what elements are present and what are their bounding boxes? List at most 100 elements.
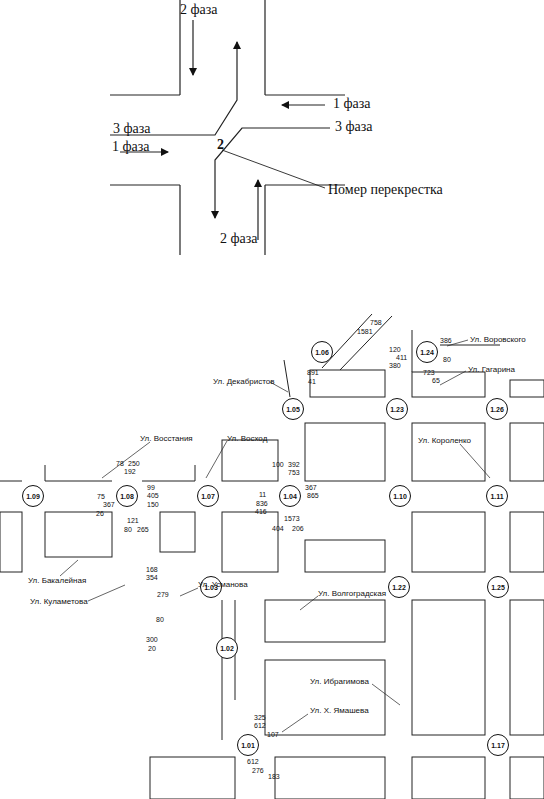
traffic-volume: 168 <box>146 566 158 573</box>
road-edge <box>110 94 180 95</box>
intersection-code: 1.09 <box>26 493 40 500</box>
street-edge <box>142 481 195 482</box>
city-block <box>0 512 22 572</box>
leader-line <box>440 371 466 385</box>
road-edge <box>265 94 345 95</box>
leader-line <box>60 560 78 576</box>
traffic-volume: 367 <box>103 501 115 508</box>
street-name: Ул. Восстания <box>140 435 193 443</box>
traffic-volume: 405 <box>147 492 159 499</box>
traffic-volume: 75 <box>97 493 105 500</box>
traffic-volume: 753 <box>288 469 300 476</box>
leader-line <box>102 442 150 478</box>
intersection-circle: 1.26 <box>486 398 508 420</box>
street-name: Ул. Волгоградская <box>318 590 386 598</box>
traffic-volume: 183 <box>268 773 280 780</box>
street-edge <box>45 465 46 481</box>
leader-line <box>282 714 308 732</box>
traffic-volume: 192 <box>124 468 136 475</box>
city-block <box>510 380 544 397</box>
intersection-code: 1.07 <box>201 493 215 500</box>
intersection-code: 1.04 <box>283 493 297 500</box>
traffic-volume: 411 <box>396 354 407 361</box>
intersection-scheme <box>110 0 345 255</box>
street-edge <box>412 330 413 372</box>
road-edge <box>110 184 180 185</box>
city-block <box>412 757 485 799</box>
traffic-volume: 80 <box>124 526 132 533</box>
traffic-volume: 65 <box>432 377 440 384</box>
intersection-circle: 1.08 <box>116 485 138 507</box>
intersection-circle: 1.22 <box>388 576 410 598</box>
traffic-volume: 891 <box>307 369 319 376</box>
road-edge <box>264 0 265 95</box>
leader-line <box>88 585 125 601</box>
traffic-volume: 206 <box>292 525 304 532</box>
traffic-volume: 354 <box>146 574 158 581</box>
traffic-volume: 865 <box>307 492 319 499</box>
traffic-volume: 404 <box>272 525 284 532</box>
phase-arrow <box>215 128 330 218</box>
traffic-volume: 78 <box>116 460 124 467</box>
traffic-volume: 723 <box>423 369 435 376</box>
intersection-circle: 1.05 <box>282 398 304 420</box>
intersection-code: 1.06 <box>315 349 329 356</box>
city-blocks <box>0 370 544 799</box>
phase-arrow <box>282 104 325 105</box>
intersection-code: 1.25 <box>491 584 505 591</box>
intersection-circle: 1.04 <box>279 485 301 507</box>
city-block <box>510 600 544 735</box>
intersection-circle: 1.24 <box>416 341 438 363</box>
traffic-volume: 276 <box>252 767 264 774</box>
traffic-volume: 99 <box>147 484 155 491</box>
traffic-volume: 416 <box>255 508 267 515</box>
street-name: Ул. Куламетова <box>30 598 88 606</box>
street-name: Ул. Ибрагимова <box>310 678 369 686</box>
traffic-volume: 100 <box>272 461 284 468</box>
intersection-code: 1.08 <box>120 493 134 500</box>
traffic-volume: 265 <box>137 526 149 533</box>
city-block <box>412 600 485 735</box>
traffic-volume: 367 <box>305 484 317 491</box>
traffic-volume: 11 <box>259 491 266 498</box>
traffic-volume: 121 <box>127 517 139 524</box>
street-edge <box>195 465 196 481</box>
leader-line <box>206 441 227 478</box>
street-name: Ул. Х. Ямашева <box>310 707 369 715</box>
intersection-code: 1.02 <box>220 645 234 652</box>
leader-line <box>460 444 490 478</box>
intersection-code: 1.23 <box>390 406 404 413</box>
intersection-code: 1.01 <box>241 742 255 749</box>
intersection-circle: 1.02 <box>216 637 238 659</box>
street-lines <box>0 314 500 740</box>
traffic-volume: 612 <box>247 758 259 765</box>
city-block <box>412 512 485 572</box>
city-block <box>412 423 485 481</box>
phase-label: 1 фаза <box>333 97 371 111</box>
city-block <box>265 660 385 735</box>
phase-arrow <box>192 20 193 75</box>
traffic-volume: 20 <box>148 645 156 652</box>
street-edge <box>222 600 223 740</box>
traffic-volume: 279 <box>157 591 169 598</box>
intersection-circle: 1.07 <box>197 485 219 507</box>
road-edge <box>179 185 180 255</box>
traffic-volume: 612 <box>254 722 266 729</box>
leader-line <box>300 596 318 610</box>
traffic-volume: 1581 <box>357 328 373 335</box>
traffic-volume: 250 <box>128 460 140 467</box>
traffic-volume: 836 <box>256 500 268 507</box>
city-block <box>45 512 112 557</box>
phase-arrow <box>257 180 258 240</box>
city-block <box>265 600 385 642</box>
intersection-code: 1.11 <box>490 493 503 500</box>
intersection-circle: 1.06 <box>311 341 333 363</box>
phase-label: 2 фаза <box>220 232 258 246</box>
street-name: Ул. Бакалейная <box>28 577 86 585</box>
city-block <box>510 757 544 799</box>
city-block <box>305 540 385 572</box>
traffic-volume: 80 <box>443 356 451 363</box>
city-block <box>305 423 385 481</box>
intersection-circle: 1.23 <box>386 398 408 420</box>
